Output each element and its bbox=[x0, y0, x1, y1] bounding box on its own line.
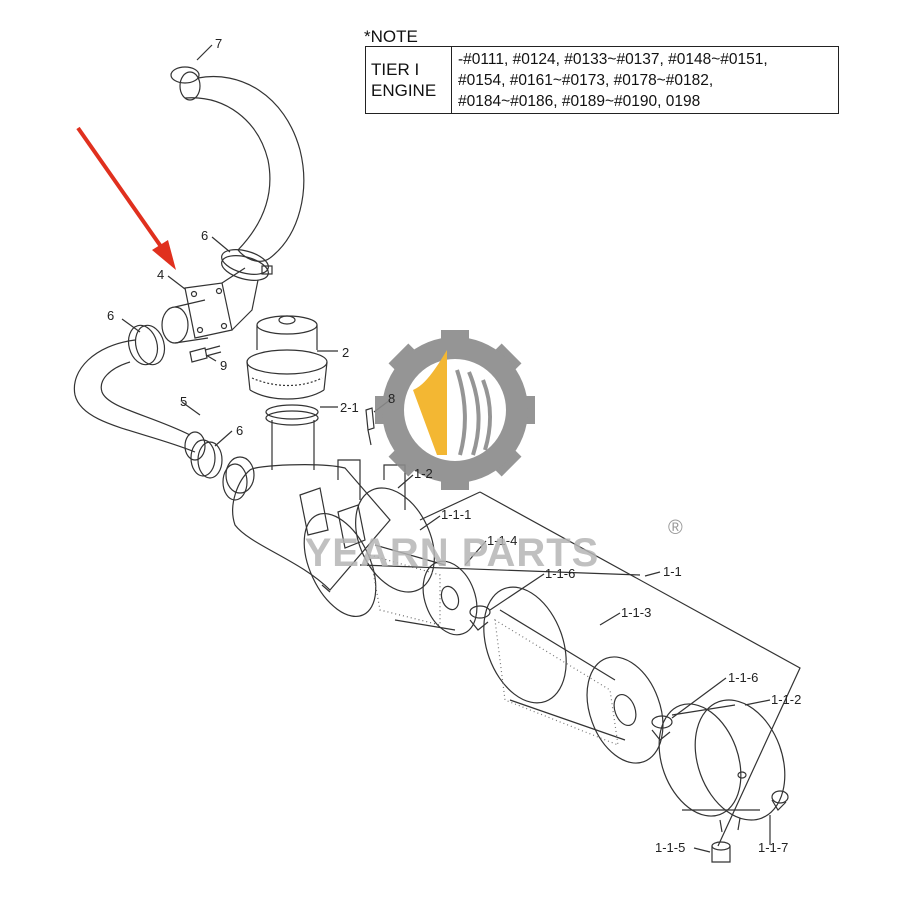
evacuator-valve bbox=[711, 841, 731, 863]
callout-4: 4 bbox=[157, 267, 164, 282]
air-cleaner-body bbox=[222, 456, 435, 618]
callout-1-1-3: 1-1-3 bbox=[621, 605, 651, 620]
callout-1-1-7: 1-1-7 bbox=[758, 840, 788, 855]
hose-clamp-top bbox=[221, 249, 273, 281]
callout-1-1-6: 1-1-6 bbox=[728, 670, 758, 685]
callout-2-1: 2-1 bbox=[340, 400, 359, 415]
wing-nut bbox=[771, 790, 789, 811]
callout-8: 8 bbox=[388, 391, 395, 406]
note-title: *NOTE bbox=[364, 27, 418, 46]
callout-1-1-6: 1-1-6 bbox=[545, 566, 575, 581]
upper-hose bbox=[170, 66, 305, 262]
precleaner-cap bbox=[246, 315, 328, 400]
callout-9: 9 bbox=[220, 358, 227, 373]
bolt-small bbox=[365, 407, 375, 446]
flange-connector bbox=[161, 267, 259, 344]
yearn-gear-logo bbox=[375, 330, 535, 490]
note-label-tier: TIER I bbox=[371, 60, 420, 79]
registered-mark: ® bbox=[668, 517, 683, 539]
outer-filter bbox=[483, 586, 664, 764]
callout-1-1-4: 1-1-4 bbox=[487, 533, 517, 548]
red-arrow-indicator bbox=[76, 126, 176, 270]
note-table: TIER I ENGINE -#0111, #0124, #0133~#0137… bbox=[365, 46, 839, 114]
hose-clamp-mid bbox=[190, 439, 223, 479]
callout-1-1-2: 1-1-2 bbox=[771, 692, 801, 707]
callout-1-1-5: 1-1-5 bbox=[655, 840, 685, 855]
note-serial-line: -#0111, #0124, #0133~#0137, #0148~#0151, bbox=[458, 51, 768, 68]
watermark-brand: YEARN PARTS bbox=[305, 531, 600, 575]
callout-1-2: 1-2 bbox=[414, 466, 433, 481]
callout-5: 5 bbox=[180, 394, 187, 409]
inner-filter bbox=[369, 544, 478, 636]
hose-clamp-left bbox=[127, 324, 166, 366]
note-serials: -#0111, #0124, #0133~#0137, #0148~#0151,… bbox=[452, 47, 838, 113]
callout-2: 2 bbox=[342, 345, 349, 360]
note-label-engine: ENGINE bbox=[371, 81, 437, 100]
filter-cover bbox=[658, 699, 786, 833]
intake-stack bbox=[265, 404, 319, 470]
callout-6: 6 bbox=[107, 308, 114, 323]
assembly-bracket-lines bbox=[359, 491, 801, 847]
bolt bbox=[189, 345, 222, 363]
callout-1-1-1: 1-1-1 bbox=[441, 507, 471, 522]
lower-hose bbox=[73, 339, 206, 461]
callout-labels: 7 6 4 6 9 2 2-1 5 6 8 1-2 1-1-1 1-1-4 1-… bbox=[107, 36, 801, 855]
callout-1-1: 1-1 bbox=[663, 564, 682, 579]
note-label: TIER I ENGINE bbox=[366, 47, 452, 113]
leader-lines bbox=[121, 44, 771, 853]
note-serial-line: #0154, #0161~#0173, #0178~#0182, bbox=[458, 72, 714, 89]
callout-7: 7 bbox=[215, 36, 222, 51]
callout-6: 6 bbox=[236, 423, 243, 438]
callout-6: 6 bbox=[201, 228, 208, 243]
note-serial-line: #0184~#0186, #0189~#0190, 0198 bbox=[458, 93, 701, 110]
wing-nut bbox=[469, 605, 491, 631]
